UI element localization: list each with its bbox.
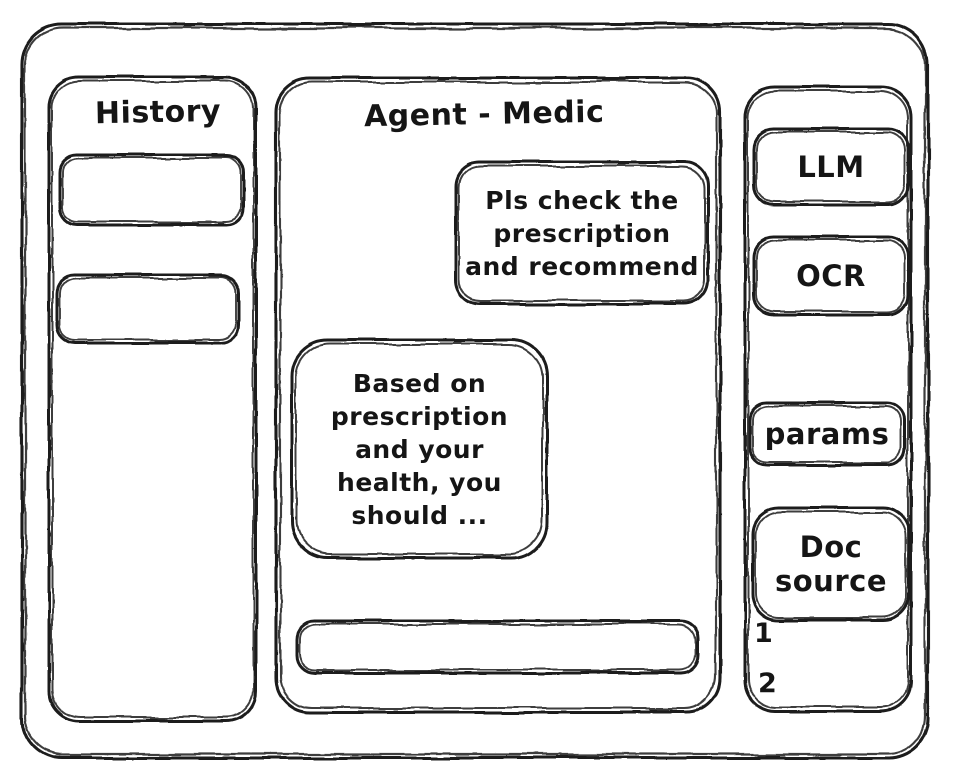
tool-llm-label: LLM <box>797 150 865 184</box>
chat-bubble-agent: Based on prescription and your health, y… <box>288 336 551 562</box>
doc-source-list-item-2[interactable]: 2 <box>758 668 778 699</box>
tool-ocr[interactable]: OCR <box>751 234 911 318</box>
tool-params-label: params <box>764 417 890 451</box>
doc-source-list-item-1[interactable]: 1 <box>754 618 774 649</box>
tool-params[interactable]: params <box>747 400 907 468</box>
agent-panel-title: Agent - Medic <box>363 94 605 135</box>
chat-bubble-agent-text: Based on prescription and your health, y… <box>330 368 509 530</box>
tool-doc-source-label: Doc source <box>775 530 887 598</box>
chat-bubble-user-text: Pls check the prescription and recommend <box>465 185 699 281</box>
history-item-2[interactable] <box>54 272 242 346</box>
tool-doc-source[interactable]: Doc source <box>750 505 912 623</box>
tool-ocr-label: OCR <box>796 259 866 293</box>
history-panel-title: History <box>94 93 222 132</box>
history-item-1[interactable] <box>57 152 247 228</box>
message-input[interactable] <box>294 618 702 676</box>
chat-bubble-user: Pls check the prescription and recommend <box>452 158 712 308</box>
tool-llm[interactable]: LLM <box>751 126 911 208</box>
